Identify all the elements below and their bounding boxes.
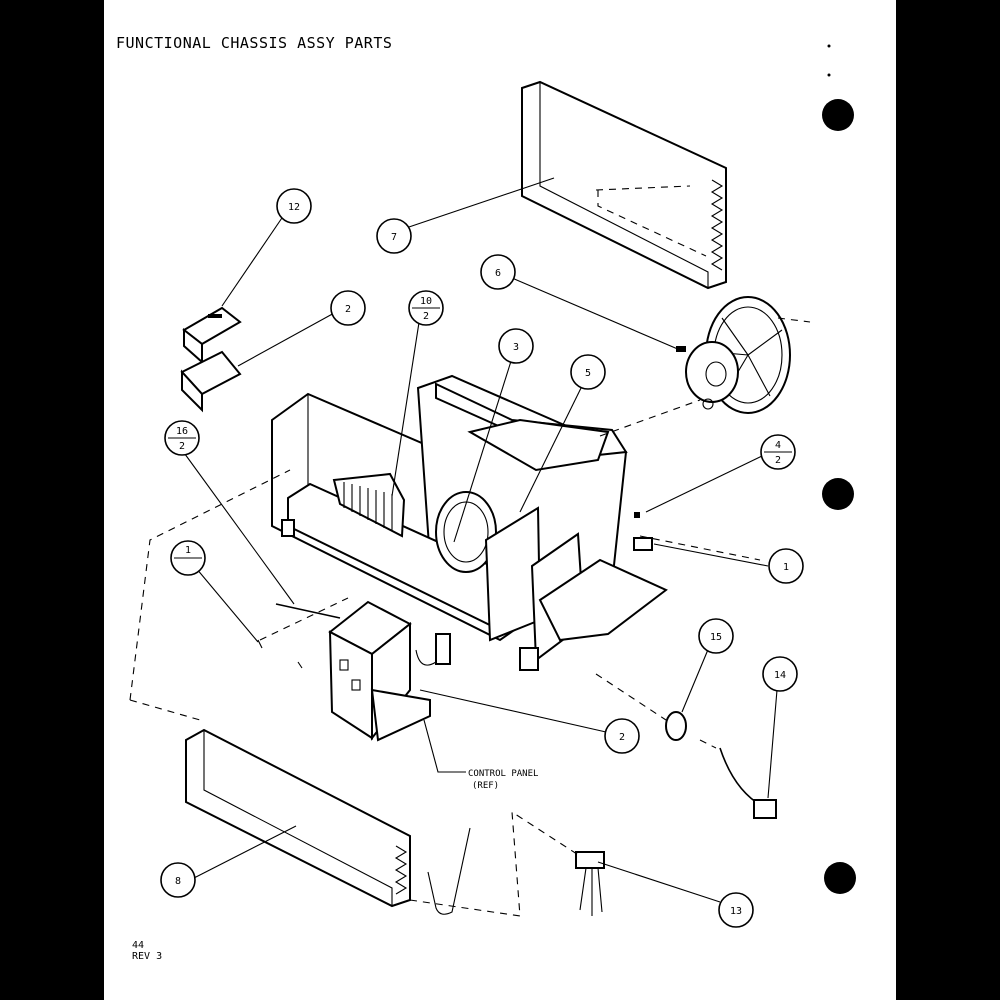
callout-3: 3 [498, 328, 534, 364]
control-plate-parts [180, 306, 242, 413]
callout-5: 5 [570, 354, 606, 390]
svg-text:2: 2 [619, 732, 625, 743]
chassis-base-part [271, 374, 668, 671]
svg-text:2: 2 [345, 304, 351, 315]
svg-text:6: 6 [495, 268, 501, 279]
control-panel-assembly [328, 600, 451, 742]
control-panel-ref: (REF) [472, 781, 499, 791]
callout-6: 6 [480, 254, 516, 290]
svg-text:4: 4 [775, 440, 781, 451]
callout-10-over-2: 10 2 [408, 290, 444, 326]
callout-12: 12 [276, 188, 312, 224]
binder-hole-bottom [824, 862, 856, 894]
binder-hole-middle [822, 478, 854, 510]
callout-14: 14 [762, 656, 798, 692]
svg-text:5: 5 [585, 368, 591, 379]
callout-4-over-2: 4 2 [760, 434, 796, 470]
control-panel-note: CONTROL PANEL [468, 769, 538, 779]
stray-mark [827, 44, 831, 48]
svg-text:15: 15 [710, 632, 722, 643]
svg-text:10: 10 [420, 296, 432, 307]
condenser-coil-part [521, 80, 727, 290]
svg-text:1: 1 [185, 545, 191, 556]
hardware-parts [257, 512, 653, 669]
callout-1-right: 1 [768, 548, 804, 584]
page-number-block: 44 REV 3 [132, 940, 162, 962]
callout-1-left: 1 [170, 540, 206, 576]
page-number: 44 [132, 940, 145, 951]
svg-text:3: 3 [513, 342, 519, 353]
svg-text:8: 8 [175, 876, 181, 887]
evaporator-coil-part [185, 728, 471, 915]
svg-text:13: 13 [730, 906, 742, 917]
callout-7: 7 [376, 218, 412, 254]
svg-text:14: 14 [774, 670, 786, 681]
callout-16-over-2: 16 2 [164, 420, 200, 456]
svg-text:1: 1 [783, 562, 789, 573]
svg-text:16: 16 [176, 426, 188, 437]
condenser-fan-part [676, 296, 791, 414]
callout-15: 15 [698, 618, 734, 654]
stray-mark [827, 73, 831, 77]
callout-13: 13 [718, 892, 754, 928]
callout-2-lower: 2 [604, 718, 640, 754]
callout-2-upper: 2 [330, 290, 366, 326]
callout-8: 8 [160, 862, 196, 898]
drawing-title: FUNCTIONAL CHASSIS ASSY PARTS [116, 34, 393, 52]
svg-text:2: 2 [423, 311, 429, 322]
svg-text:2: 2 [775, 455, 781, 466]
page-revision: REV 3 [132, 951, 163, 962]
svg-text:7: 7 [391, 232, 397, 243]
construction-lines [129, 317, 811, 917]
svg-text:2: 2 [179, 441, 185, 452]
binder-hole-top [822, 99, 854, 131]
grommet-part [665, 711, 687, 741]
switch-part [575, 851, 605, 916]
power-cord-part [719, 747, 777, 819]
leader-lines [181, 177, 779, 903]
svg-text:12: 12 [288, 202, 300, 213]
